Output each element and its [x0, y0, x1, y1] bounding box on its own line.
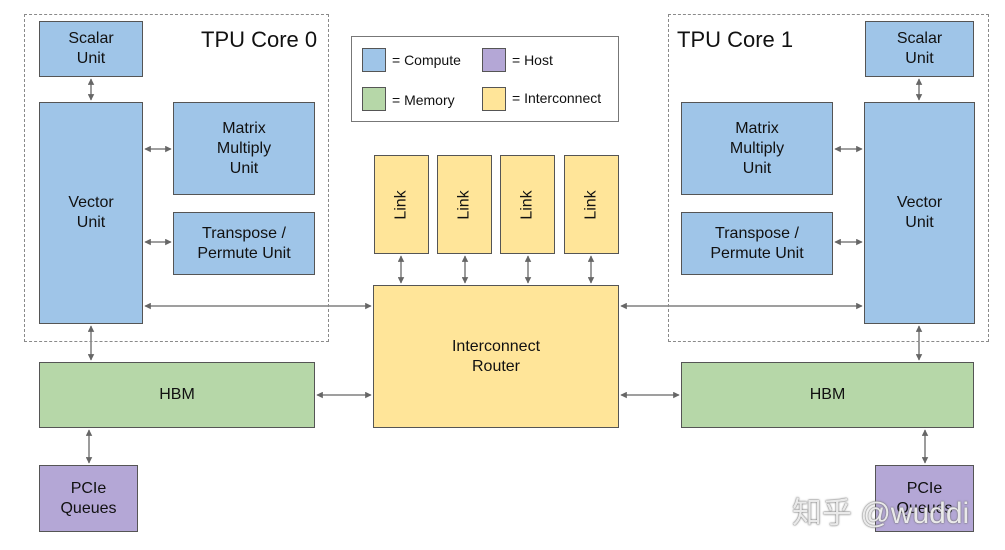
tpu-core-0-title: TPU Core 0 [201, 27, 318, 52]
hbm-right: HBM [681, 362, 974, 428]
hbm-left: HBM [39, 362, 315, 428]
legend-interconnect-swatch [482, 87, 506, 111]
pcie-queues-right: PCIe Queues [875, 465, 974, 532]
legend-host-swatch [482, 48, 506, 72]
link-2-label: Link [455, 189, 473, 220]
link-1-label: Link [392, 189, 410, 220]
watermark: 知乎 @wuddi [792, 497, 970, 530]
tpu-core-1-frame [668, 14, 989, 342]
legend-interconnect-label: = Interconnect [512, 90, 602, 106]
legend-host-label: = Host [512, 52, 553, 68]
legend-compute-label: = Compute [392, 52, 461, 68]
transpose-permute-unit-1: Transpose / Permute Unit [681, 212, 833, 275]
link-4-label: Link [582, 189, 600, 220]
matrix-multiply-unit-1: Matrix Multiply Unit [681, 102, 833, 195]
vector-unit-0: Vector Unit [39, 102, 143, 324]
link-3: Link [500, 155, 555, 254]
legend-memory-label: = Memory [392, 92, 455, 108]
link-1: Link [374, 155, 429, 254]
scalar-unit-0: Scalar Unit [39, 21, 143, 77]
link-2: Link [437, 155, 492, 254]
link-3-label: Link [518, 189, 536, 220]
tpu-core-1-title: TPU Core 1 [677, 27, 794, 52]
scalar-unit-1: Scalar Unit [865, 21, 974, 77]
tpu-core-0-frame [24, 14, 329, 342]
pcie-queues-left: PCIe Queues [39, 465, 138, 532]
vector-unit-1: Vector Unit [864, 102, 975, 324]
link-4: Link [564, 155, 619, 254]
legend: = Compute = Host = Memory = Interconnect [351, 36, 619, 122]
legend-memory-swatch [362, 87, 386, 111]
legend-compute-swatch [362, 48, 386, 72]
matrix-multiply-unit-0: Matrix Multiply Unit [173, 102, 315, 195]
interconnect-router: Interconnect Router [373, 285, 619, 428]
transpose-permute-unit-0: Transpose / Permute Unit [173, 212, 315, 275]
